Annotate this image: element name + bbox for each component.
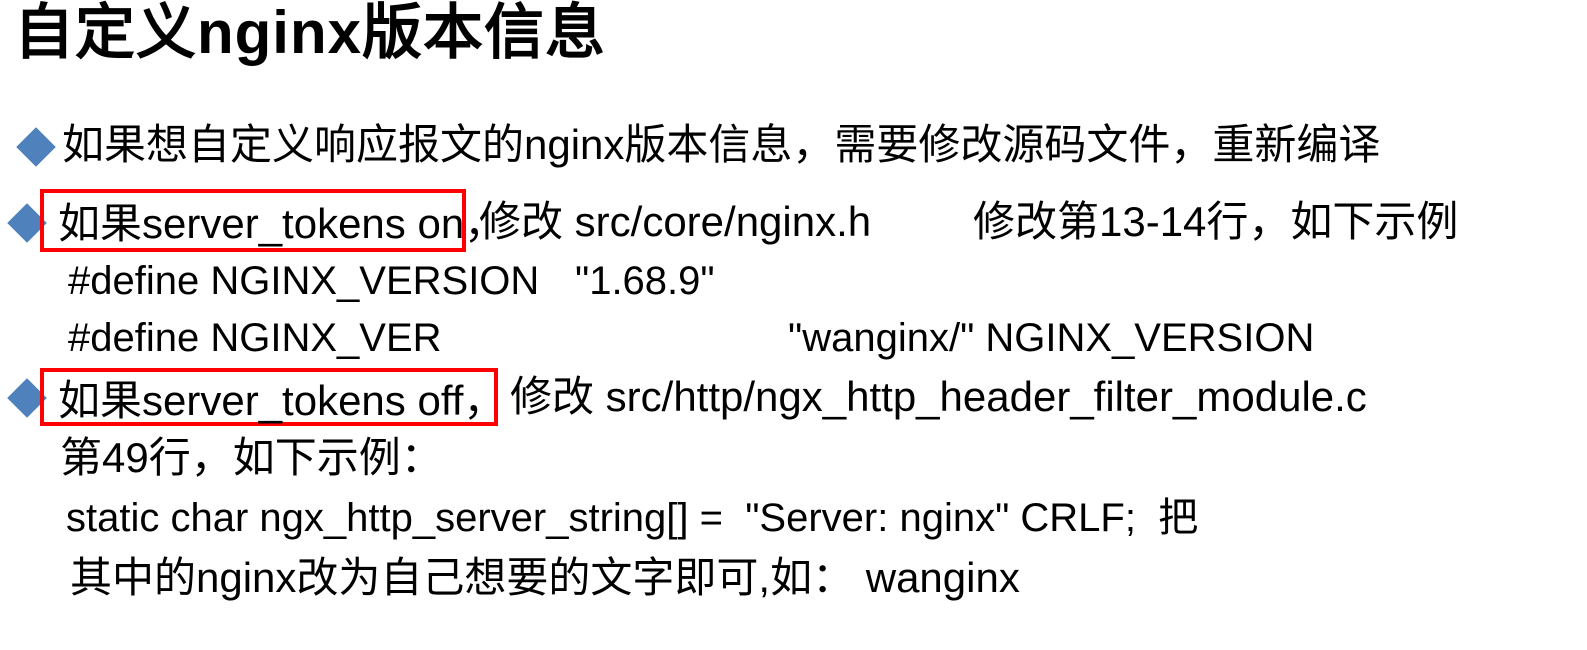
boxed-text-on: 如果server_tokens on， — [58, 200, 507, 247]
code-define-version-key: #define NGINX_VERSION — [68, 259, 540, 303]
page-title: 自定义nginx版本信息 — [14, 0, 606, 66]
tail-text: 其中的nginx改为自己想要的文字即可,如： wanginx — [70, 554, 1020, 601]
line-location-text: 第49行，如下示例： — [60, 434, 443, 481]
boxed-text-off: 如果server_tokens off， — [58, 376, 506, 424]
edit-path-header-filter: 修改 src/http/ngx_http_header_filter_modul… — [510, 373, 1367, 420]
code-define-version-value: "1.68.9" — [575, 259, 715, 303]
edit-path-core: 修改 src/core/nginx.h — [479, 198, 872, 245]
code-define-ver-value: "wanginx/" NGINX_VERSION — [788, 316, 1315, 360]
code-server-string: static char ngx_http_server_string[] = "… — [66, 496, 1199, 540]
highlight-box-off: 如果server_tokens off， — [40, 368, 505, 426]
code-define-ver-key: #define NGINX_VER — [68, 316, 442, 360]
bullet-diamond-icon — [16, 127, 56, 167]
highlight-box-on: 如果server_tokens on， — [40, 189, 506, 252]
edit-note-lines: 修改第13-14行，如下示例 — [973, 198, 1459, 245]
bullet1-text: 如果想自定义响应报文的nginx版本信息，需要修改源码文件，重新编译 — [62, 121, 1381, 168]
